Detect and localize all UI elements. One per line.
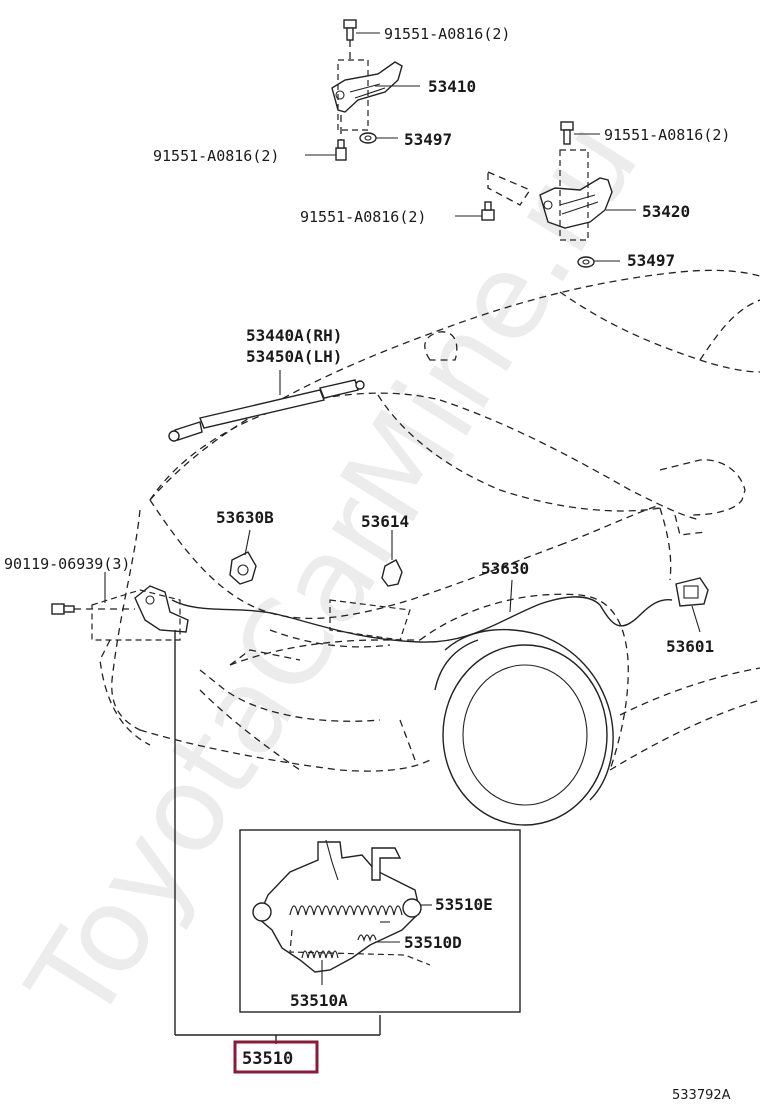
release-handle-53601	[675, 577, 709, 607]
front-wheel-outline	[434, 628, 614, 826]
bolt-rh-lower-icon	[481, 201, 495, 221]
label-clip-53614[interactable]: 53614	[361, 512, 409, 531]
label-washer-rh[interactable]: 53497	[627, 251, 675, 270]
label-spring-d[interactable]: 53510D	[404, 933, 462, 952]
bolt-top-icon	[343, 19, 357, 41]
washer-rh-icon	[577, 256, 595, 268]
bolt-lh-lower-icon	[335, 115, 347, 161]
label-bolt-lock[interactable]: 90119-06939(3)	[4, 555, 130, 573]
label-hinge-rh[interactable]: 53420	[642, 202, 690, 221]
hood-hinge-rh	[487, 149, 613, 241]
leader-lines	[104, 32, 701, 1044]
lock-detail-box	[239, 829, 521, 1013]
label-support-lh[interactable]: 53450A(LH)	[246, 347, 342, 366]
hood-hinge-lh	[331, 40, 403, 131]
clamp-53630b	[229, 551, 257, 585]
label-washer-lh[interactable]: 53497	[404, 130, 452, 149]
label-spring-e[interactable]: 53510E	[435, 895, 493, 914]
label-bolt-rh-lower[interactable]: 91551-A0816(2)	[300, 208, 426, 226]
label-bolt-rh-upper[interactable]: 91551-A0816(2)	[604, 126, 730, 144]
label-bolt-top[interactable]: 91551-A0816(2)	[384, 25, 510, 43]
hood-lock-installed	[91, 585, 411, 641]
bolt-lock-icon	[51, 603, 135, 615]
figure-code: 533792A	[672, 1088, 731, 1103]
release-cable-53630	[171, 596, 673, 643]
vehicle-outline	[99, 269, 760, 772]
label-clamp-53630b[interactable]: 53630B	[216, 508, 274, 527]
lock-assembly-highlight[interactable]	[233, 1040, 319, 1074]
label-bolt-lh-lower[interactable]: 91551-A0816(2)	[153, 147, 279, 165]
label-support-rh[interactable]: 53440A(RH)	[246, 326, 342, 345]
hood-support-strut	[168, 379, 365, 442]
washer-lh-icon	[359, 132, 377, 144]
label-spring-a[interactable]: 53510A	[290, 991, 348, 1010]
label-handle-53601[interactable]: 53601	[666, 637, 714, 656]
label-lock-assy[interactable]: 53510	[242, 1049, 293, 1069]
label-hinge-lh[interactable]: 53410	[428, 77, 476, 96]
label-cable-53630[interactable]: 53630	[481, 559, 529, 578]
detail-leaders	[321, 904, 432, 985]
bolt-rh-upper-icon	[560, 121, 574, 145]
clip-53614	[381, 545, 403, 587]
